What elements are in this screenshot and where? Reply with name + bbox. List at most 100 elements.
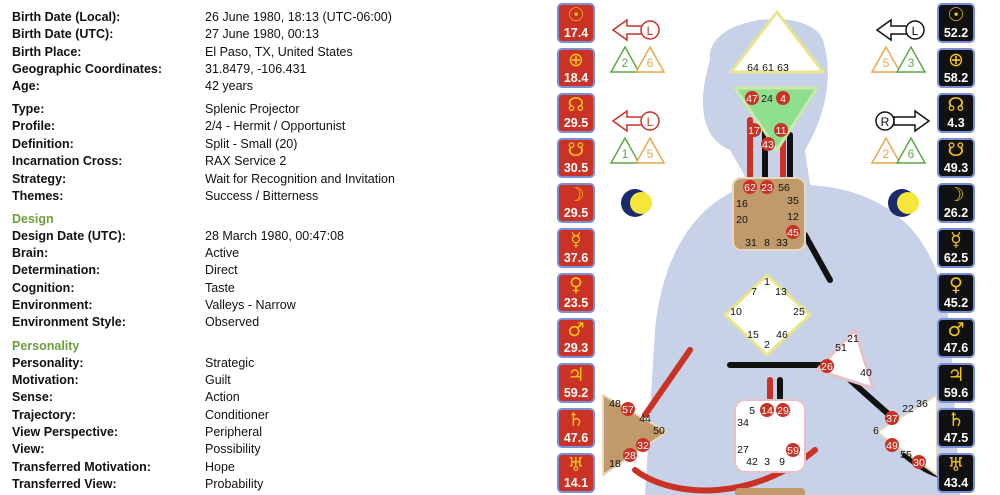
detail-label: Geographic Coordinates:: [12, 62, 163, 76]
personality-north-node-tile[interactable]: ☊4.3: [937, 93, 975, 133]
saturn-icon: ♄: [567, 409, 585, 431]
detail-value: Active: [205, 246, 240, 260]
personality-jupiter-tile[interactable]: ♃59.6: [937, 363, 975, 403]
detail-label: Brain:: [12, 246, 49, 260]
bodygraph-chart: L 2 6 L 1 5 L 5 3 R 2 6 64: [555, 0, 1000, 495]
variable-letter: L: [647, 115, 654, 129]
detail-value: Splenic Projector: [205, 102, 300, 116]
personality-mercury-tile[interactable]: ☿62.5: [937, 228, 975, 268]
gate-number: 17: [748, 125, 760, 137]
north-node-icon: ☊: [947, 94, 965, 116]
planet-value: 18.4: [563, 71, 589, 85]
personality-earth-tile[interactable]: ⊕58.2: [937, 48, 975, 88]
gate-number: 42: [746, 456, 758, 468]
planet-value: 37.6: [563, 251, 589, 265]
detail-label: Design Date (UTC):: [12, 229, 126, 243]
design-mercury-tile[interactable]: ☿37.6: [557, 228, 595, 268]
detail-label: Environment Style:: [12, 315, 126, 329]
gate-number: 35: [787, 195, 799, 207]
design-earth-tile[interactable]: ⊕18.4: [557, 48, 595, 88]
personality-uranus-tile[interactable]: ♅43.4: [937, 453, 975, 493]
gate-number: 13: [775, 286, 787, 298]
gate-number: 21: [847, 333, 859, 345]
personality-south-node-tile[interactable]: ☋49.3: [937, 138, 975, 178]
gate-number: 30: [913, 457, 925, 469]
gate-number: 40: [860, 367, 872, 379]
detail-label: Birth Place:: [12, 45, 82, 59]
design-saturn-tile[interactable]: ♄47.6: [557, 408, 595, 448]
heart-center: [815, 328, 875, 390]
personality-saturn-tile[interactable]: ♄47.5: [937, 408, 975, 448]
personality-moon-tile[interactable]: ☽26.2: [937, 183, 975, 223]
mercury-icon: ☿: [570, 229, 582, 251]
gate-number: 18: [609, 458, 621, 470]
detail-value: Probability: [205, 477, 264, 491]
detail-label: View Perspective:: [12, 425, 119, 439]
planet-value: 47.6: [943, 341, 969, 355]
planet-value: 30.5: [563, 161, 589, 175]
detail-value: 28 March 1980, 00:47:08: [205, 229, 344, 243]
detail-value: Taste: [205, 281, 235, 295]
detail-label: Themes:: [12, 189, 64, 203]
variable-value: 6: [647, 56, 654, 70]
gate-number: 63: [777, 62, 789, 74]
gate-number: 10: [730, 306, 742, 318]
gate-number: 49: [886, 440, 898, 452]
variable-triangle: [634, 136, 666, 164]
detail-label: Environment:: [12, 298, 93, 312]
jupiter-icon: ♃: [947, 364, 965, 386]
mercury-icon: ☿: [950, 229, 962, 251]
gate-number: 22: [902, 403, 914, 415]
detail-label: Motivation:: [12, 373, 79, 387]
venus-icon: ♀: [949, 274, 963, 296]
variable-value: 1: [622, 147, 629, 161]
moon-icon: ☽: [947, 184, 965, 206]
gate-number: 8: [764, 237, 770, 249]
design-venus-tile[interactable]: ♀23.5: [557, 273, 595, 313]
planet-value: 17.4: [563, 26, 589, 40]
variable-letter: L: [647, 24, 654, 38]
design-uranus-tile[interactable]: ♅14.1: [557, 453, 595, 493]
gate-labels: 64 61 63 47 24 4 17 11 43 62 23 56 16 35…: [609, 62, 928, 470]
variable-value: 6: [908, 147, 915, 161]
design-sun-tile[interactable]: ☉17.4: [557, 3, 595, 43]
detail-label: Transferred View:: [12, 477, 117, 491]
north-node-icon: ☊: [567, 94, 585, 116]
gate-number: 20: [736, 214, 748, 226]
gate-number: 23: [761, 182, 773, 194]
design-jupiter-tile[interactable]: ♃59.2: [557, 363, 595, 403]
personality-venus-tile[interactable]: ♀45.2: [937, 273, 975, 313]
detail-value: Valleys - Narrow: [205, 298, 296, 312]
earth-icon: ⊕: [948, 49, 964, 71]
uranus-icon: ♅: [947, 454, 965, 476]
planet-value: 47.6: [563, 431, 589, 445]
gate-number: 28: [624, 450, 636, 462]
design-south-node-tile[interactable]: ☋30.5: [557, 138, 595, 178]
gate-number: 37: [886, 413, 898, 425]
detail-value: Strategic: [205, 356, 255, 370]
design-north-node-tile[interactable]: ☊29.5: [557, 93, 595, 133]
detail-value: Direct: [205, 263, 238, 277]
design-mars-tile[interactable]: ♂29.3: [557, 318, 595, 358]
personality-mars-tile[interactable]: ♂47.6: [937, 318, 975, 358]
gate-number: 64: [747, 62, 759, 74]
personality-sun-tile[interactable]: ☉52.2: [937, 3, 975, 43]
variable-value: 2: [622, 56, 629, 70]
gate-number: 43: [762, 139, 774, 151]
gate-number: 62: [744, 182, 756, 194]
planet-value: 59.2: [563, 386, 589, 400]
body-silhouette: [645, 19, 960, 495]
left-bottom-arrow-icon: [611, 109, 660, 133]
sun-icon: ☉: [567, 4, 585, 26]
design-moon-tile[interactable]: ☽29.5: [557, 183, 595, 223]
gate-number: 9: [779, 456, 785, 468]
mars-icon: ♂: [947, 319, 965, 341]
detail-label: View:: [12, 442, 45, 456]
detail-value: RAX Service 2: [205, 154, 287, 168]
venus-icon: ♀: [569, 274, 583, 296]
gate-number: 59: [787, 445, 799, 457]
planet-value: 23.5: [563, 296, 589, 310]
variable-triangle: [895, 136, 927, 164]
moon-icon: [621, 189, 652, 217]
detail-value: Success / Bitterness: [205, 189, 319, 203]
